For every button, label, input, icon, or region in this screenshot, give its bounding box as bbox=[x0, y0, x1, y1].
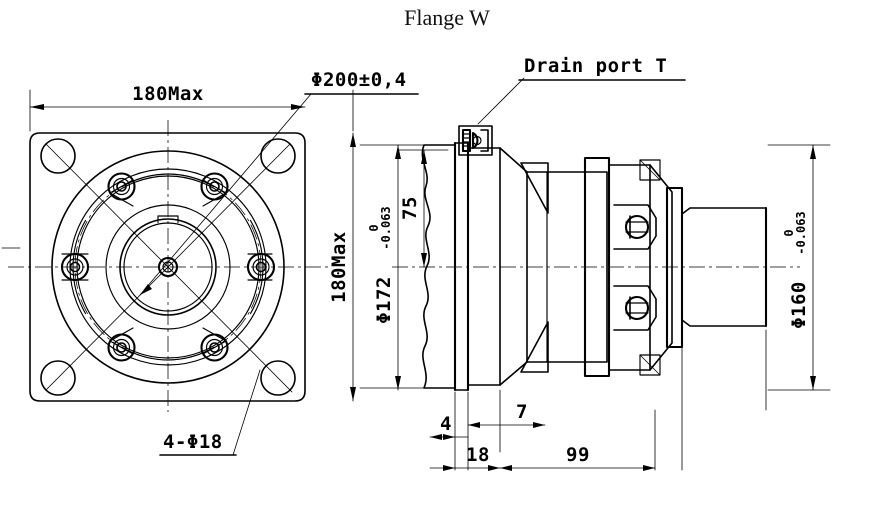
arrow-4-left-out bbox=[430, 434, 442, 440]
corner-leader-diag-2 bbox=[45, 143, 291, 391]
arrow-7-right bbox=[533, 422, 545, 428]
dim-4-phi18: 4-Φ18 bbox=[163, 431, 223, 453]
arrow-99-left bbox=[500, 465, 512, 471]
dim-99: 99 bbox=[566, 444, 590, 466]
flange-square-outline bbox=[29, 132, 306, 402]
dim-18: 18 bbox=[466, 444, 490, 466]
rear-mount-plate bbox=[665, 186, 684, 349]
drawing-title: Flange W bbox=[404, 5, 490, 30]
body-taper bbox=[499, 147, 528, 386]
bolt-hole-lower-left bbox=[107, 327, 136, 362]
arrow-7-left bbox=[468, 422, 480, 428]
label-drain-port: Drain port T bbox=[524, 55, 667, 77]
dim-phi172-tol-upper: 0 bbox=[367, 224, 381, 231]
bolt-hole-upper-right bbox=[200, 172, 229, 207]
arrow-99-right bbox=[643, 465, 655, 471]
side-section-view bbox=[359, 125, 800, 471]
corner-hole-top-right bbox=[260, 138, 296, 174]
barrel-body bbox=[526, 171, 608, 363]
arrow-180-right-top bbox=[350, 133, 356, 147]
dim-phi160: Φ160 bbox=[788, 281, 810, 329]
dim-phi160-tol-lower: -0.063 bbox=[794, 211, 808, 254]
rear-housing bbox=[608, 164, 651, 371]
relief-pocket-top bbox=[520, 162, 549, 214]
drain-port-boss bbox=[458, 125, 493, 156]
arrow-18-right bbox=[488, 465, 500, 471]
arrow-4-right bbox=[443, 434, 455, 440]
arrow-phi160-bot bbox=[810, 376, 816, 390]
relief-pocket-bottom bbox=[520, 321, 549, 373]
end-cap-ring bbox=[583, 156, 611, 378]
arrow-phi172-top bbox=[395, 145, 401, 159]
corner-hole-bottom-right bbox=[260, 360, 296, 396]
side-view-dimensions: Drain port T 75 Φ172 0 -0.063 Φ160 0 -0.… bbox=[367, 55, 831, 471]
side-port-lower bbox=[613, 285, 657, 331]
dim-phi172: Φ172 bbox=[373, 276, 395, 324]
front-flange-view bbox=[1, 120, 330, 412]
dim-180max-right: 180Max bbox=[328, 231, 350, 303]
dim-4: 4 bbox=[440, 413, 452, 435]
pilot-step bbox=[467, 147, 501, 386]
arrow-180-top-left bbox=[30, 104, 44, 110]
corner-hole-bottom-left bbox=[40, 360, 76, 396]
arrow-75-top bbox=[421, 150, 427, 164]
bolt-hole-upper-left bbox=[107, 172, 136, 207]
arrow-75-bot bbox=[421, 253, 427, 267]
side-port-upper bbox=[613, 204, 657, 250]
arrow-phi200 bbox=[140, 284, 152, 295]
rear-boss-diag bbox=[639, 159, 661, 376]
dim-75: 75 bbox=[399, 196, 421, 220]
corner-hole-top-left bbox=[40, 138, 76, 174]
leader-phi200 bbox=[139, 93, 312, 296]
dim-180max-top: 180Max bbox=[132, 83, 204, 105]
front-view-dimensions: 180Max 180Max Φ200±0,4 4-Φ18 bbox=[29, 69, 419, 456]
dim-7: 7 bbox=[516, 401, 528, 423]
arrow-180-right-bot bbox=[350, 387, 356, 401]
leader-drain-port bbox=[477, 77, 525, 125]
flange-plate-break-profile bbox=[421, 144, 456, 389]
leader-phi18 bbox=[232, 369, 261, 456]
arrow-phi160-top bbox=[810, 145, 816, 159]
rear-housing-taper bbox=[649, 164, 673, 371]
arrow-18-left bbox=[443, 465, 455, 471]
bolt-hole-lower-right bbox=[200, 327, 229, 362]
arrow-180-top-right bbox=[291, 104, 305, 110]
dim-phi160-tol-upper: 0 bbox=[782, 229, 796, 236]
dim-phi172-tol-lower: -0.063 bbox=[379, 206, 393, 249]
dim-phi200: Φ200±0,4 bbox=[311, 69, 407, 91]
arrow-phi172-bot bbox=[395, 376, 401, 390]
corner-leader-diag-1 bbox=[45, 143, 293, 393]
